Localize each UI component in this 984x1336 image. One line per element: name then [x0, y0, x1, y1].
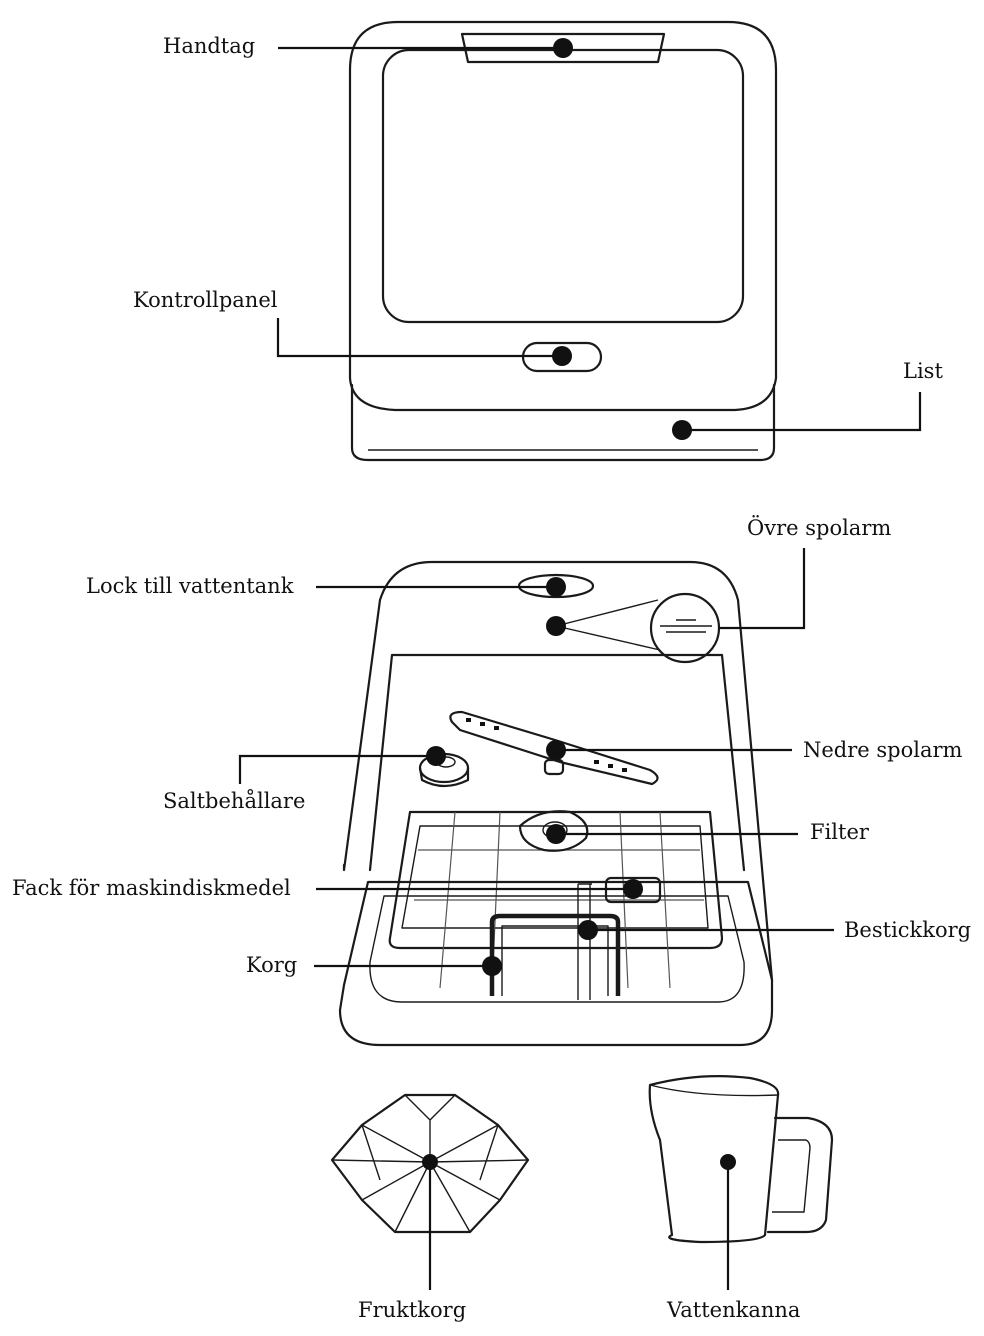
- water-jug-drawing: [650, 1076, 832, 1242]
- label-saltbehallare: Saltbehållare: [163, 791, 305, 812]
- leader-lines: [240, 38, 920, 1290]
- label-vattenkanna: Vattenkanna: [667, 1300, 800, 1321]
- label-korg: Korg: [246, 955, 297, 976]
- door-window: [383, 50, 743, 322]
- closed-dishwasher: [350, 22, 776, 460]
- upper-spray-arm-detail: [651, 594, 719, 662]
- label-bestickkorg: Bestickkorg: [844, 920, 971, 941]
- label-nedre-spolarm: Nedre spolarm: [803, 740, 962, 761]
- label-ovre-spolarm: Övre spolarm: [747, 518, 891, 539]
- label-kontrollpanel: Kontrollpanel: [133, 290, 277, 311]
- label-lock-vattentank: Lock till vattentank: [86, 576, 293, 597]
- label-fruktkorg: Fruktkorg: [358, 1300, 466, 1321]
- label-filter: Filter: [810, 822, 869, 843]
- label-fack-maskindiskmedel: Fack för maskindiskmedel: [12, 878, 291, 899]
- label-list: List: [903, 361, 943, 382]
- label-handtag: Handtag: [163, 36, 255, 57]
